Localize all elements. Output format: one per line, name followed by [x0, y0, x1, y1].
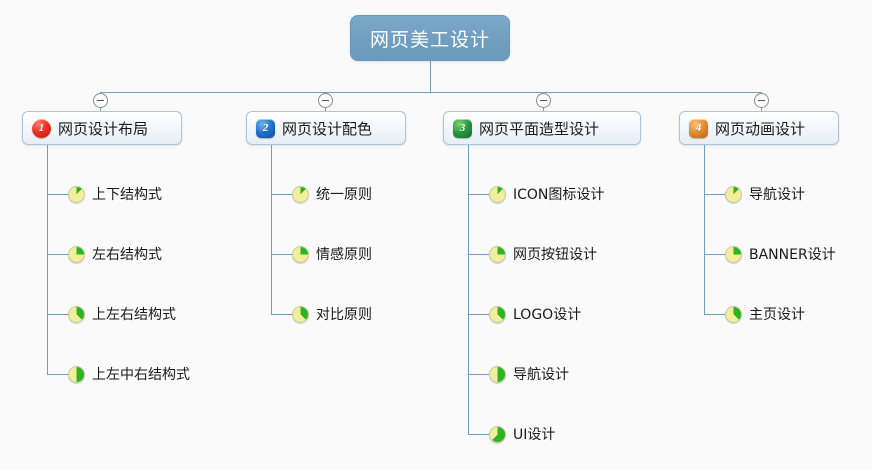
- branch-stem-connector: [761, 108, 762, 111]
- leaf-node[interactable]: 上左中右结构式: [68, 363, 190, 385]
- leaf-label: 导航设计: [513, 367, 569, 383]
- collapse-toggle-2[interactable]: [318, 93, 333, 108]
- leaf-node[interactable]: 左右结构式: [68, 243, 162, 265]
- branch-label-1: 网页设计布局: [58, 119, 149, 138]
- leaf-tick-connector: [47, 254, 73, 255]
- pie-progress-icon: [489, 425, 506, 443]
- leaf-label: 主页设计: [749, 307, 805, 323]
- leaf-node[interactable]: 导航设计: [489, 363, 569, 385]
- leaf-label: ICON图标设计: [513, 187, 605, 203]
- leaf-tick-connector: [47, 314, 73, 315]
- branch-node-4[interactable]: 4 网页动画设计: [679, 111, 839, 145]
- leaf-label: 对比原则: [316, 307, 372, 323]
- leaf-tick-connector: [468, 314, 494, 315]
- leaf-tick-connector: [468, 434, 494, 435]
- leaf-node[interactable]: 对比原则: [292, 303, 372, 325]
- leaf-label: 网页按钮设计: [513, 247, 597, 263]
- leaf-node[interactable]: 统一原则: [292, 183, 372, 205]
- branch-label-4: 网页动画设计: [715, 119, 806, 138]
- leaf-tick-connector: [704, 254, 730, 255]
- leaf-label: 导航设计: [749, 187, 805, 203]
- branch-label-2: 网页设计配色: [282, 119, 373, 138]
- leaf-node[interactable]: UI设计: [489, 423, 555, 445]
- leaf-label: 统一原则: [316, 187, 372, 203]
- leaf-node[interactable]: BANNER设计: [725, 243, 836, 265]
- collapse-toggle-3[interactable]: [536, 93, 551, 108]
- leaf-label: 上左右结构式: [92, 307, 176, 323]
- pie-progress-icon: [725, 245, 742, 263]
- leaf-node[interactable]: 网页按钮设计: [489, 243, 597, 265]
- leaf-tick-connector: [704, 314, 730, 315]
- pie-progress-icon: [725, 185, 742, 203]
- leaf-tick-connector: [704, 194, 730, 195]
- pie-progress-icon: [489, 245, 506, 263]
- branch-trunk-connector-2: [271, 145, 272, 314]
- leaf-label: 上左中右结构式: [92, 367, 190, 383]
- leaf-node[interactable]: 上左右结构式: [68, 303, 176, 325]
- leaf-label: 情感原则: [316, 247, 372, 263]
- leaf-label: BANNER设计: [749, 247, 836, 263]
- leaf-tick-connector: [468, 374, 494, 375]
- leaf-label: 左右结构式: [92, 247, 162, 263]
- branch-node-2[interactable]: 2 网页设计配色: [246, 111, 406, 145]
- branch-stem-connector: [325, 108, 326, 111]
- branch-node-1[interactable]: 1 网页设计布局: [22, 111, 182, 145]
- leaf-tick-connector: [468, 254, 494, 255]
- root-stem-connector: [430, 61, 431, 92]
- pie-progress-icon: [292, 305, 309, 323]
- branch-badge-2: 2: [256, 118, 275, 138]
- leaf-tick-connector: [271, 314, 297, 315]
- pie-progress-icon: [68, 245, 85, 263]
- branch-trunk-connector-1: [47, 145, 48, 374]
- pie-progress-icon: [68, 185, 85, 203]
- leaf-node[interactable]: 上下结构式: [68, 183, 162, 205]
- branch-node-3[interactable]: 3 网页平面造型设计: [443, 111, 641, 145]
- leaf-node[interactable]: LOGO设计: [489, 303, 581, 325]
- pie-progress-icon: [292, 245, 309, 263]
- leaf-label: UI设计: [513, 427, 556, 443]
- leaf-node[interactable]: ICON图标设计: [489, 183, 604, 205]
- leaf-tick-connector: [271, 254, 297, 255]
- root-bus-connector: [100, 92, 761, 93]
- pie-progress-icon: [68, 305, 85, 323]
- collapse-toggle-4[interactable]: [754, 93, 769, 108]
- branch-badge-1: 1: [32, 118, 51, 138]
- pie-progress-icon: [489, 185, 506, 203]
- branch-label-3: 网页平面造型设计: [479, 119, 600, 138]
- leaf-tick-connector: [47, 194, 73, 195]
- pie-progress-icon: [489, 305, 506, 323]
- branch-stem-connector: [100, 108, 101, 111]
- pie-progress-icon: [292, 185, 309, 203]
- leaf-node[interactable]: 情感原则: [292, 243, 372, 265]
- leaf-label: LOGO设计: [513, 307, 582, 323]
- collapse-toggle-1[interactable]: [93, 93, 108, 108]
- pie-progress-icon: [489, 365, 506, 383]
- leaf-tick-connector: [47, 374, 73, 375]
- leaf-tick-connector: [271, 194, 297, 195]
- branch-trunk-connector-4: [704, 145, 705, 314]
- branch-stem-connector: [543, 108, 544, 111]
- root-node-label: 网页美工设计: [369, 28, 490, 51]
- pie-progress-icon: [68, 365, 85, 383]
- leaf-node[interactable]: 导航设计: [725, 183, 805, 205]
- branch-badge-3: 3: [453, 118, 472, 138]
- branch-badge-4: 4: [689, 118, 708, 138]
- pie-progress-icon: [725, 305, 742, 323]
- leaf-node[interactable]: 主页设计: [725, 303, 805, 325]
- leaf-label: 上下结构式: [92, 187, 162, 203]
- root-node[interactable]: 网页美工设计: [350, 15, 510, 61]
- leaf-tick-connector: [468, 194, 494, 195]
- branch-trunk-connector-3: [468, 145, 469, 434]
